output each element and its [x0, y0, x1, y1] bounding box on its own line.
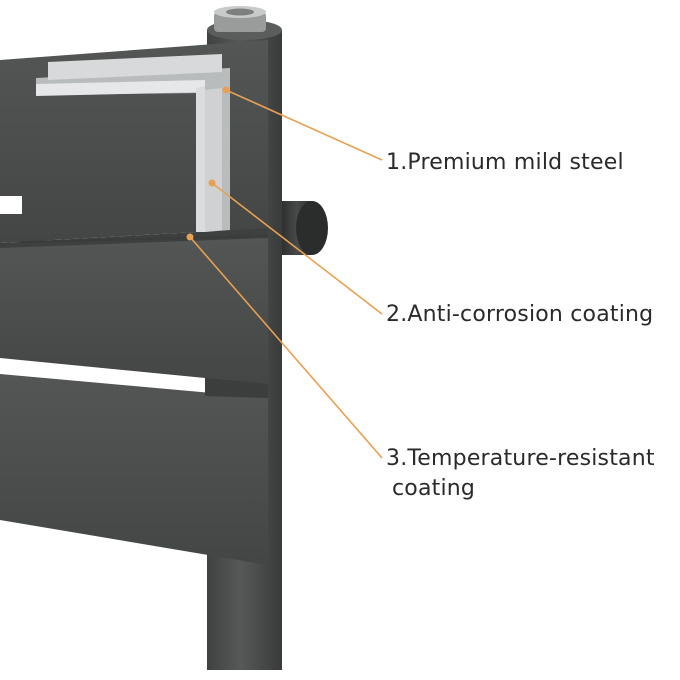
leader-dot-2 [208, 179, 216, 187]
callout-text-3: Temperature-resistant [407, 446, 655, 471]
pipe-cap [214, 6, 266, 32]
callout-text-3-continued: coating [392, 476, 476, 501]
callout-number-2: 2. [386, 302, 408, 327]
leader-line-2 [211, 182, 383, 315]
steel-layer-inner [48, 54, 222, 232]
bar-gap [0, 358, 205, 396]
callout-number-3: 3. [386, 446, 408, 471]
leader-dot-3 [186, 233, 194, 241]
callout-text-1: Premium mild steel [407, 150, 624, 175]
lower-bar [0, 374, 268, 565]
callout-text-2: Anti-corrosion coating [407, 302, 654, 327]
side-knob [282, 201, 328, 255]
left-slot [0, 196, 22, 214]
callout-label-3: 3.Temperature-resistant coating [386, 444, 655, 504]
middle-bar [0, 235, 269, 388]
callout-label-2: 2.Anti-corrosion coating [386, 300, 653, 330]
callout-number-1: 1. [386, 150, 408, 175]
leader-line-3 [189, 236, 383, 459]
callout-label-1: 1.Premium mild steel [386, 148, 624, 178]
leader-lines [186, 86, 383, 459]
steel-core [36, 80, 205, 232]
leader-line-1 [225, 89, 383, 161]
leader-dot-1 [222, 86, 230, 94]
